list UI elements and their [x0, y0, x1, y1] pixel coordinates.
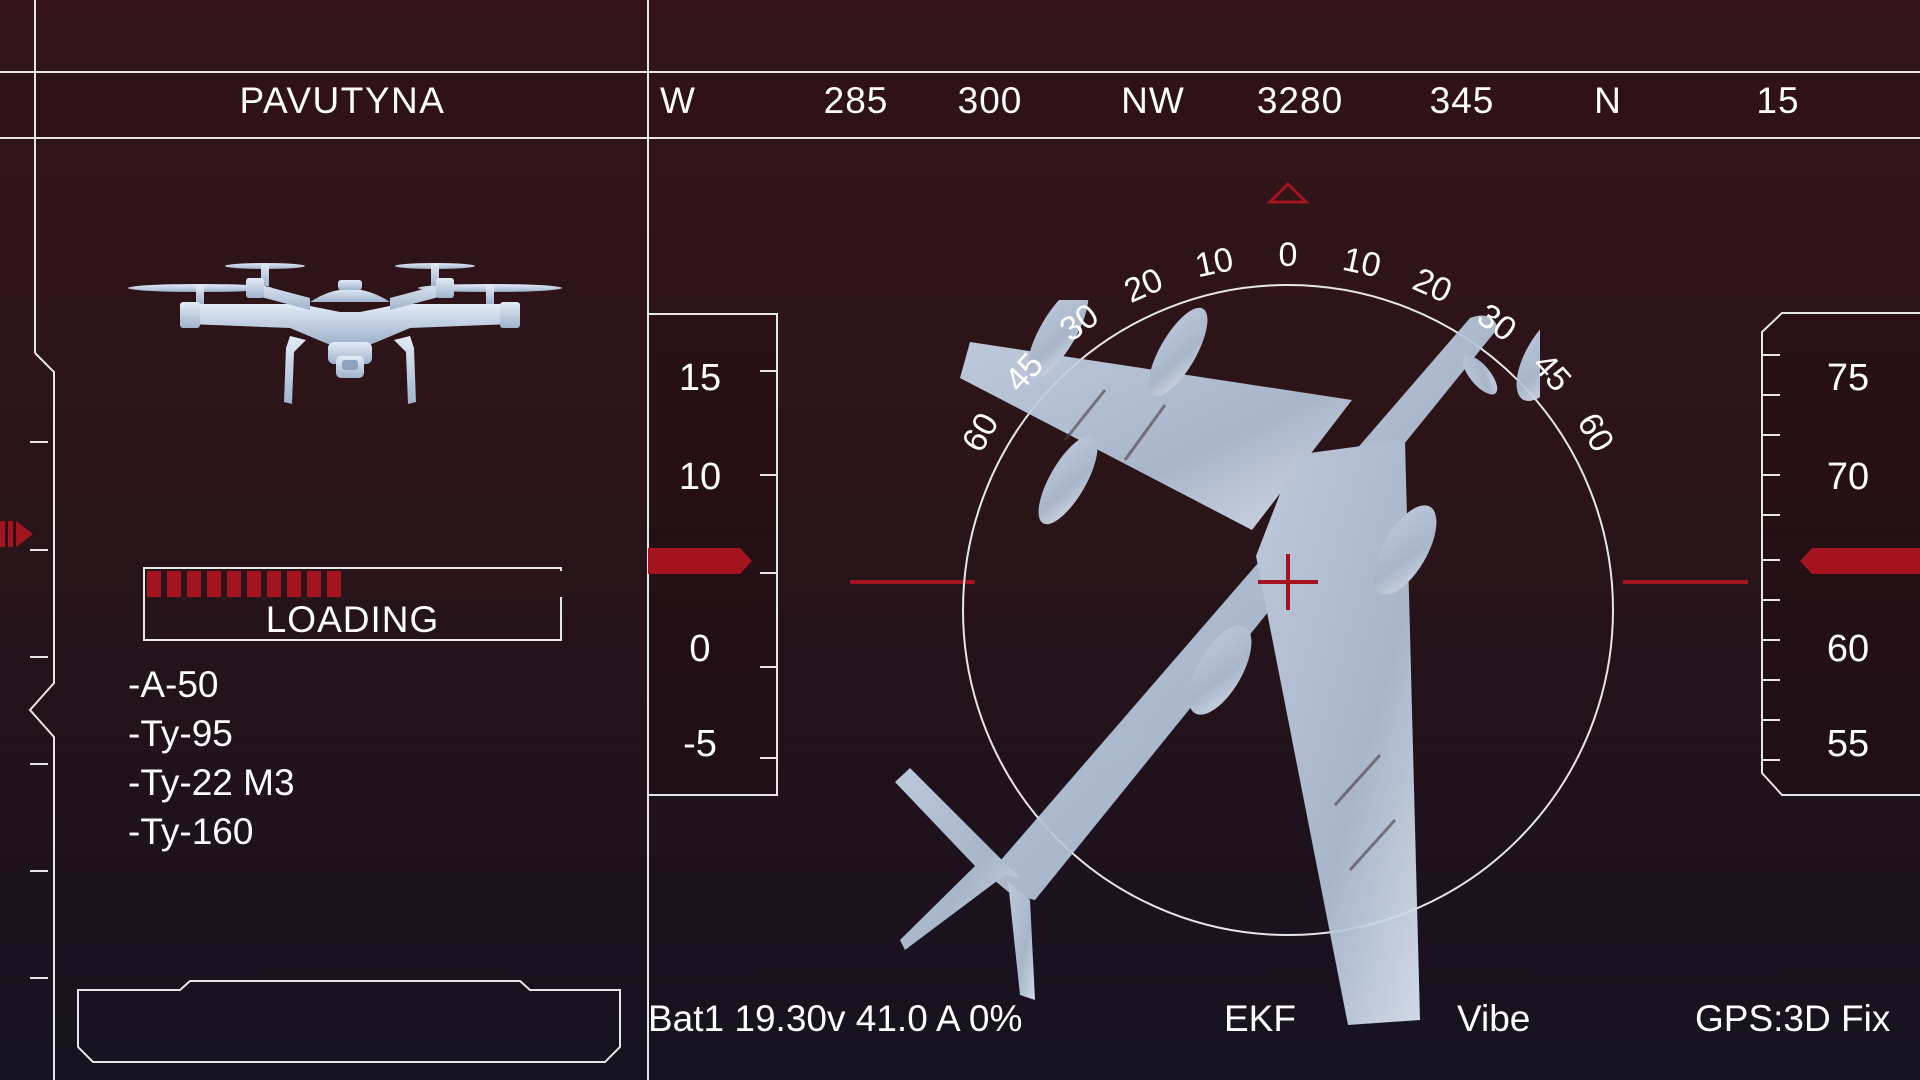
speed-tick-label: 70: [1826, 456, 1870, 498]
speed-tick-label: 55: [1826, 723, 1870, 765]
list-item[interactable]: -Ty-160: [128, 811, 254, 852]
target-list: -A-50 -Ty-95 -Ty-22 M3 -Ty-160: [128, 660, 295, 856]
heading-pointer-icon: [1266, 181, 1310, 204]
altitude-tick-label: 15: [678, 357, 722, 399]
pitch-label: 45: [1525, 346, 1579, 400]
list-item[interactable]: -Ty-22 M3: [128, 762, 295, 803]
loading-stripe: [147, 571, 161, 597]
loading-progress: LOADING: [143, 567, 562, 641]
loading-stripe: [247, 571, 261, 597]
altitude-tick-label: 10: [678, 456, 722, 498]
app-title: PAVUTYNA: [239, 80, 446, 121]
pitch-label: 60: [1570, 407, 1622, 459]
speed-pointer: [1800, 548, 1920, 574]
pitch-label: 0: [1279, 236, 1298, 274]
altitude-pointer: [648, 548, 752, 574]
altitude-tick-label: 0: [689, 628, 711, 670]
vibe-status[interactable]: Vibe: [1457, 998, 1531, 1039]
pitch-label: 20: [1119, 261, 1169, 311]
pitch-label: 30: [1053, 296, 1106, 349]
loading-stripe: [187, 571, 201, 597]
crosshair-icon: [1258, 554, 1318, 610]
loading-stripe: [287, 571, 301, 597]
arrow-right-icon: [0, 521, 33, 547]
list-item[interactable]: -Ty-95: [128, 713, 233, 754]
header-band: [0, 72, 1920, 138]
attitude-circle: [962, 284, 1614, 936]
heading-tape-label: 15: [1756, 80, 1800, 121]
heading-tape-label: W: [660, 80, 696, 121]
pitch-label: 20: [1407, 261, 1457, 311]
pitch-label: 10: [1339, 240, 1384, 285]
pitch-label: 45: [997, 346, 1051, 400]
loading-progress-bar: [147, 571, 562, 597]
heading-tape-label: 345: [1429, 80, 1495, 121]
speed-tick-label: 60: [1826, 628, 1870, 670]
loading-stripe: [207, 571, 221, 597]
heading-tape-label: NW: [1121, 80, 1185, 121]
loading-stripe: [167, 571, 181, 597]
pitch-label: 60: [955, 407, 1007, 459]
pitch-label: 10: [1192, 240, 1237, 285]
loading-stripe: [267, 571, 281, 597]
heading-tape-label: 300: [957, 80, 1023, 121]
loading-stripe: [327, 571, 341, 597]
speed-tape: [1761, 312, 1920, 796]
gps-status: GPS:3D Fix: [1695, 998, 1891, 1039]
loading-label: LOADING: [265, 599, 440, 640]
drone-icon: [128, 263, 562, 404]
ekf-status[interactable]: EKF: [1224, 998, 1296, 1039]
bomber-aircraft-icon: [895, 300, 1540, 1025]
left-scale: [28, 352, 55, 1080]
altitude-tape: [648, 313, 778, 796]
loading-stripe: [307, 571, 321, 597]
list-item[interactable]: -A-50: [128, 664, 219, 705]
heading-tape-label: 285: [823, 80, 889, 121]
speed-tick-label: 75: [1826, 357, 1870, 399]
pitch-label: 30: [1470, 296, 1523, 349]
bottom-left-bracket: [77, 980, 621, 1063]
heading-tape-label: N: [1594, 80, 1622, 121]
heading-tape-label: 3280: [1256, 80, 1344, 121]
loading-stripe: [227, 571, 241, 597]
battery-status: Bat1 19.30v 41.0 A 0%: [648, 998, 1023, 1039]
altitude-tick-label: -5: [683, 723, 717, 765]
